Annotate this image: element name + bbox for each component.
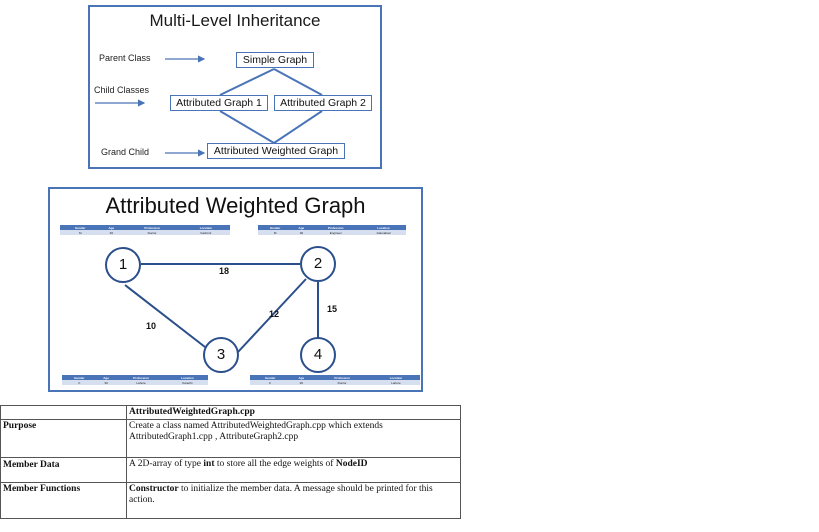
attr-header: Age [292, 225, 311, 230]
graph-node-2: 2 [300, 246, 336, 282]
graph-edges [124, 263, 319, 353]
attr-header: Gender [250, 375, 291, 380]
attr-header: Gender [60, 225, 101, 230]
member-data-text: A 2D-array of type int to store all the … [126, 457, 461, 483]
attr-cell: Doctor [312, 380, 372, 385]
graph-title: Attributed Weighted Graph [105, 193, 366, 218]
edge-weight-1-3: 10 [146, 321, 157, 331]
edge-parent-child2 [273, 68, 323, 96]
edge-2-3 [237, 278, 307, 353]
simple-graph-box: Simple Graph [236, 52, 314, 68]
attr-cell: Islamabad [360, 230, 406, 235]
attr-cell: 30 [96, 380, 116, 385]
attr-cell: M [60, 230, 101, 235]
attr-header: Gender [62, 375, 97, 380]
attr-header: Location [360, 225, 406, 230]
attr-header: Age [290, 375, 313, 380]
edge-weight-2-4: 15 [327, 304, 338, 314]
attr-header: Age [96, 375, 116, 380]
attr-header: Age [100, 225, 123, 230]
graph-node-4: 4 [300, 337, 336, 373]
attr-cell: Lahore [371, 380, 420, 385]
attributed-weighted-graph-box: Attributed Weighted Graph [207, 143, 345, 159]
purpose-label: Purpose [0, 419, 127, 458]
graph-node-1: 1 [105, 247, 141, 283]
spec-header: AttributedWeightedGraph.cpp [126, 405, 461, 420]
attr-cell: Karachi [166, 380, 208, 385]
attr-header: Location [181, 225, 230, 230]
member-functions-text: Constructor to initialize the member dat… [126, 482, 461, 519]
spec-empty-cell [0, 405, 127, 420]
graph-node-3: 3 [203, 337, 239, 373]
attr-cell: F [62, 380, 97, 385]
parent-class-label: Parent Class [99, 53, 151, 63]
attr-header: Profession [122, 225, 182, 230]
constructor-keyword: Constructor [129, 484, 179, 494]
edge-weight-1-2: 18 [219, 266, 230, 276]
grand-child-label: Grand Child [101, 147, 150, 157]
member-data-text-part: to store all the edge weights of [214, 459, 336, 469]
attr-header: Profession [310, 225, 361, 230]
inheritance-title: Multi-Level Inheritance [149, 11, 321, 30]
attr-header: Profession [312, 375, 372, 380]
attr-cell: F [250, 380, 291, 385]
member-data-type: int [203, 459, 215, 469]
edge-child1-grandchild [219, 110, 275, 144]
attributed-graph-1-box: Attributed Graph 1 [170, 95, 268, 111]
attr-cell: 30 [290, 380, 313, 385]
class-spec-table: AttributedWeightedGraph.cpp Purpose Crea… [0, 405, 461, 519]
edge-parent-child1 [219, 68, 275, 96]
member-functions-label: Member Functions [0, 482, 127, 519]
attr-cell: Engineer [310, 230, 361, 235]
child-classes-label: Child Classes [94, 85, 150, 95]
inheritance-connectors [95, 55, 323, 157]
attr-cell: 30 [292, 230, 311, 235]
attr-header: Location [371, 375, 420, 380]
attr-cell: 36 [100, 230, 123, 235]
attr-cell: M [258, 230, 293, 235]
edge-1-3 [124, 284, 206, 348]
member-data-nodeid: NodeID [335, 459, 368, 469]
attr-cell: Kashmir [181, 230, 230, 235]
edge-child2-grandchild [273, 110, 323, 144]
attributed-graph-2-box: Attributed Graph 2 [274, 95, 372, 111]
purpose-text: Create a class named AttributedWeightedG… [126, 419, 461, 458]
attr-header: Location [166, 375, 208, 380]
attr-header: Profession [115, 375, 167, 380]
attr-header: Gender [258, 225, 293, 230]
attr-cell: Doctor [122, 230, 182, 235]
attr-cell: Lahore [115, 380, 167, 385]
member-data-label: Member Data [0, 457, 127, 483]
member-data-text-part: A 2D-array of type [129, 459, 204, 469]
member-functions-text-part: to initialize the member data. A message… [129, 484, 433, 505]
inheritance-diagram: Multi-Level Inheritance Parent Class Chi… [88, 5, 382, 169]
edge-weight-2-3: 12 [269, 309, 280, 319]
